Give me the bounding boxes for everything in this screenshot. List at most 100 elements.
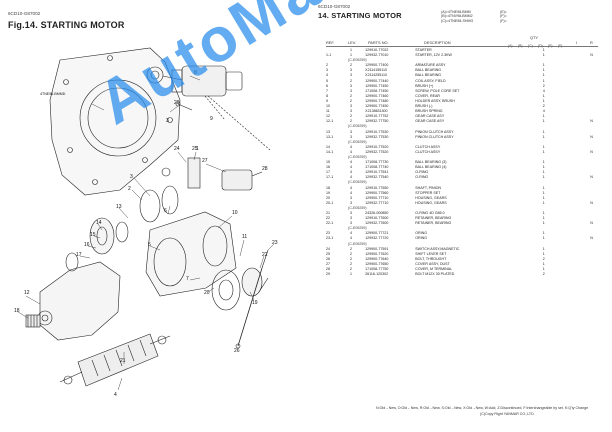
serial-note-row: (C-E05259): [326, 206, 596, 211]
lev-cell: 2: [349, 63, 352, 68]
lev-cell: 3: [349, 216, 352, 221]
ref-cell: 6: [326, 83, 328, 88]
ref-cell: 11: [326, 109, 330, 114]
callout-17: 17: [76, 252, 82, 258]
engine-plate-label: 4TNE98-BMMD: [40, 92, 66, 96]
lev-cell: 2: [349, 267, 352, 272]
qty-cell: 1: [542, 73, 545, 78]
qty-cell: 1: [542, 119, 545, 124]
qty-cell: 1: [542, 53, 545, 58]
qty-cell: 1: [542, 185, 545, 190]
parts-no-cell: 129910-77022: [365, 48, 389, 52]
starter-body: [181, 65, 227, 97]
description-cell: BALL BEARING (4): [415, 165, 447, 170]
parts-no-cell: 129932-77750: [365, 119, 389, 124]
serial-note: (C-E05259): [348, 205, 367, 210]
parts-no-cell: 26116-120302: [365, 272, 389, 277]
ref-cell: 19: [326, 190, 330, 195]
lev-cell: 4: [349, 175, 352, 180]
qty-cell: 2: [542, 272, 545, 277]
qty-cell: 1: [542, 129, 545, 134]
description-cell: ARMATURE ASSY: [415, 63, 446, 68]
parts-no-cell: 129910-77550: [365, 185, 389, 190]
parts-no-cell: X2114255110: [365, 73, 388, 78]
callout-25: 25: [192, 146, 198, 152]
lev-cell: 4: [349, 170, 352, 175]
qty-cell: 1: [542, 246, 545, 251]
exploded-view-drawing: [17, 47, 275, 391]
description-cell: SCREW, POLE CORE SET: [415, 88, 460, 93]
parts-no-cell: 129900-77721: [365, 231, 389, 236]
serial-note: (C-E05259): [348, 139, 367, 144]
parts-no-cell: 171008-77740: [365, 165, 389, 170]
serial-note: (C-E05259): [348, 124, 367, 129]
description-cell: BOLT M12X 30 PLATED: [415, 272, 455, 277]
section-title: 14. STARTING MOTOR: [318, 11, 402, 20]
model-a: (A)=4TNE98-BMM: [441, 10, 471, 14]
parts-no-cell: 129900-77560: [365, 190, 389, 195]
parts-no-cell: 171008-77450: [365, 88, 389, 93]
qty-cell: 4: [542, 88, 545, 93]
description-cell: O-RING: [415, 170, 429, 175]
serial-note-row: (C-E05259): [326, 155, 596, 160]
description-cell: BRUSH (-): [415, 104, 433, 109]
ref-cell: 12: [326, 114, 330, 119]
left-doc-code: 6CD10-G87002: [8, 11, 41, 16]
description-cell: GEAR CASE ASY: [415, 114, 445, 119]
ref-cell: 13-1: [326, 134, 334, 139]
lev-cell: 3: [349, 73, 352, 78]
callout-11: 11: [242, 234, 248, 240]
qty-cell: 1: [542, 216, 545, 221]
qty-cell: 2: [542, 256, 545, 261]
header-lev: LEV.: [348, 40, 357, 45]
qty-cell: [565, 272, 574, 277]
r-cell: N: [590, 119, 593, 124]
callout-28: 28: [262, 166, 268, 172]
qty-cell: 1: [542, 68, 545, 73]
callout-20: 20: [204, 290, 210, 296]
callout-9: 9: [210, 116, 213, 122]
qty-cell: 2: [542, 104, 545, 109]
ref-cell: 7: [326, 88, 328, 93]
qty-cell: 1: [542, 236, 545, 241]
qty-cell: 4: [542, 109, 545, 114]
qty-cell: 1: [542, 48, 545, 52]
callout-2: 2: [128, 186, 131, 192]
qty-cell: [557, 272, 566, 277]
lev-cell: 4: [349, 190, 352, 195]
description-cell: HOLDER ASSY, BRUSH: [415, 98, 455, 103]
description-cell: CLUTCH ASSY: [415, 149, 441, 154]
parts-no-cell: 129900-77400: [365, 63, 389, 68]
ref-cell: 13: [326, 129, 330, 134]
ref-cell: 27: [326, 261, 330, 266]
ref-cell: 14-1: [326, 149, 334, 154]
r-cell: N: [590, 149, 593, 154]
lev-cell: 2: [349, 93, 352, 98]
ref-cell: 17-1: [326, 175, 334, 180]
lev-cell: 3: [349, 134, 352, 139]
qty-cell: 1: [542, 170, 545, 175]
parts-no-cell: X2138631300: [365, 109, 388, 114]
brush-holder: [211, 269, 241, 311]
callout-15: 15: [90, 232, 96, 238]
parts-no-cell: 129900-77640: [365, 256, 389, 261]
header-i: I: [576, 40, 578, 45]
lev-cell: 2: [349, 114, 352, 119]
lev-cell: 4: [349, 185, 352, 190]
serial-note-row: (C-E05259): [326, 226, 596, 231]
parts-no-cell: 129932-77710: [365, 200, 389, 205]
description-cell: PINION CLUTCH ASSY: [415, 129, 454, 134]
